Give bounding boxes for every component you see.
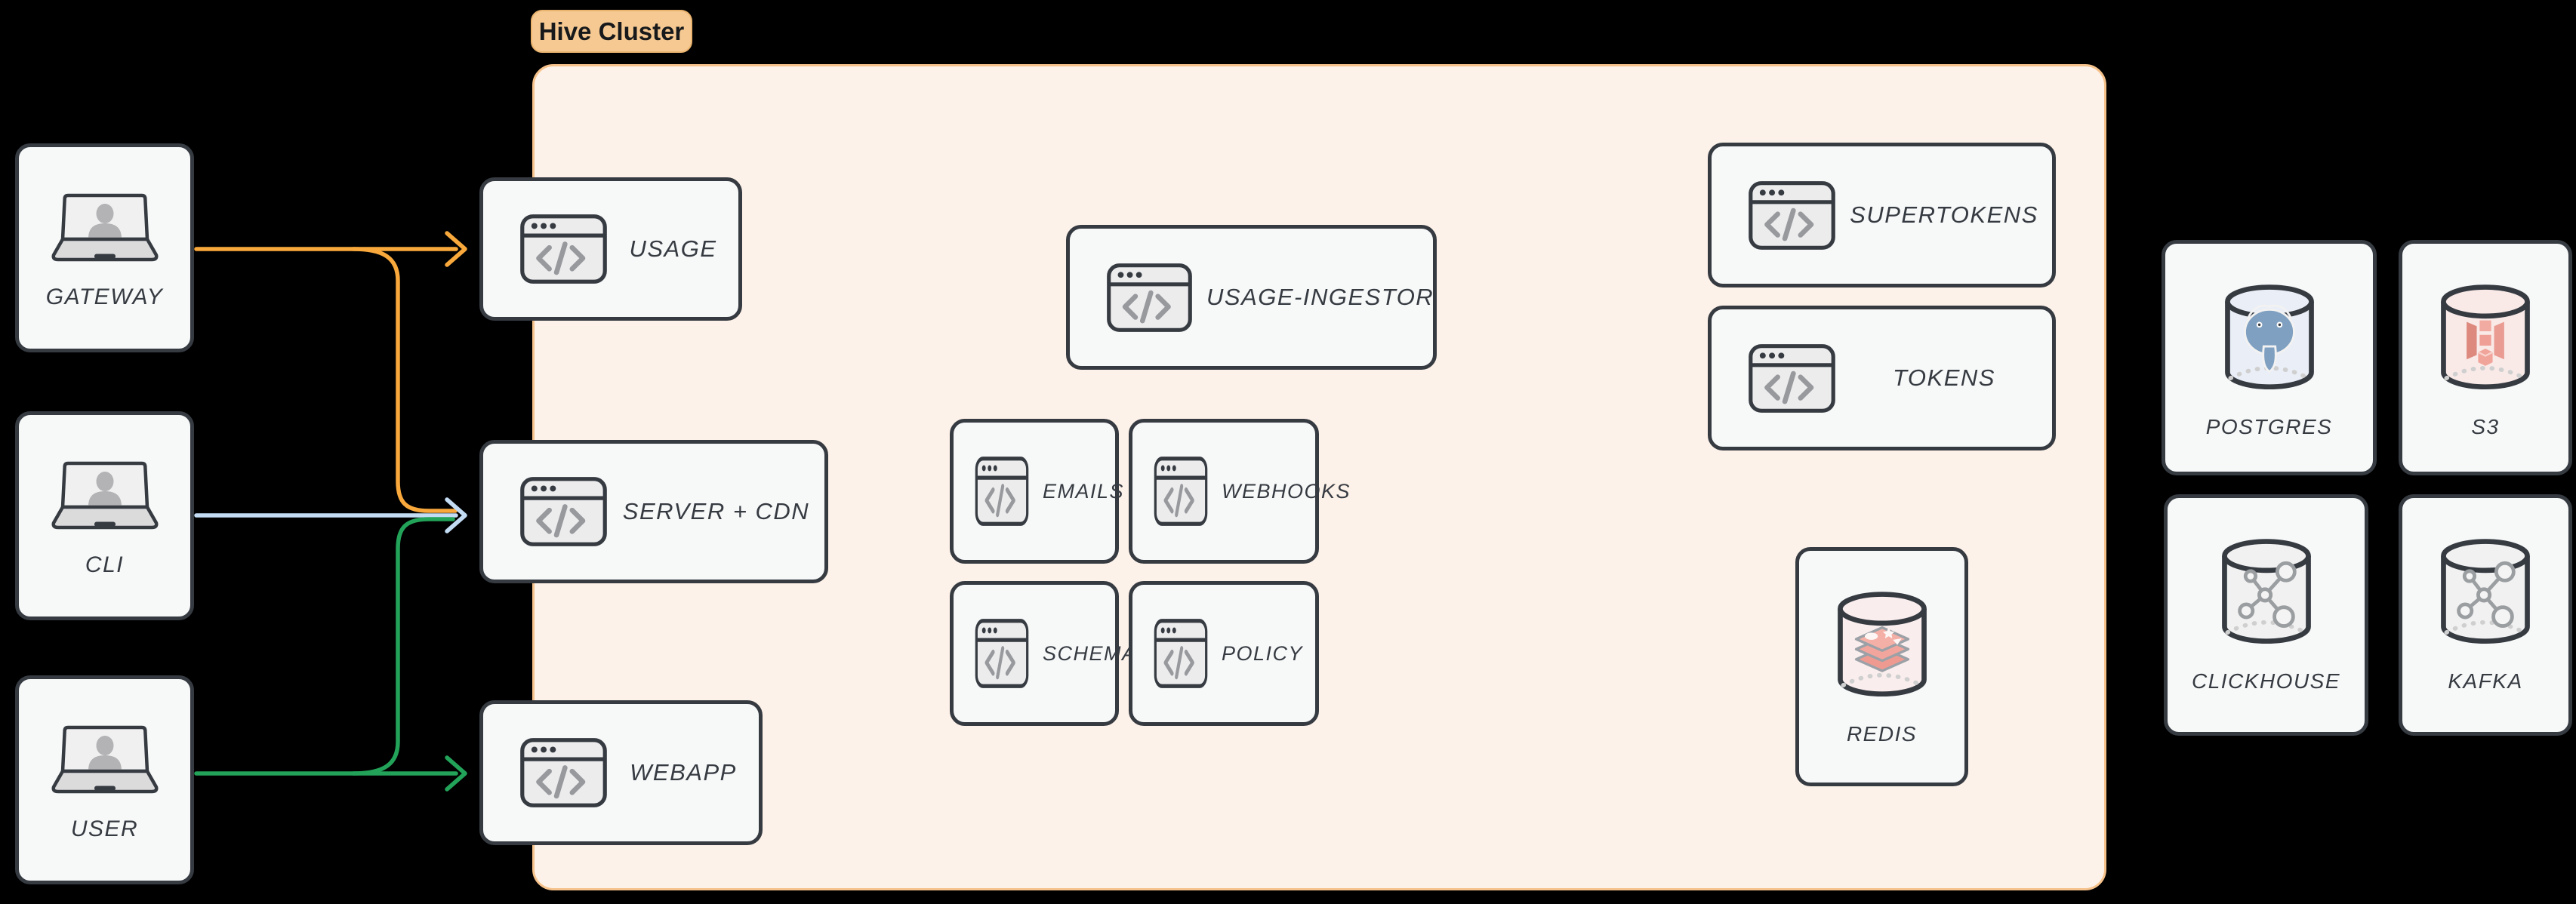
service-supertokens-label: SUPERTOKENS [1850, 201, 2038, 228]
datastore-clickhouse: CLICKHOUSE [2164, 494, 2368, 736]
code-window-icon [519, 476, 608, 547]
code-window-icon [1748, 343, 1836, 414]
service-webapp: WEBAPP [479, 700, 763, 845]
service-supertokens: SUPERTOKENS [1708, 143, 2056, 287]
laptop-user-icon [48, 191, 162, 272]
code-window-icon [519, 737, 608, 808]
datastore-postgres: POSTGRES [2162, 240, 2377, 475]
node-user: USER [15, 675, 194, 884]
clickhouse-database-icon [2216, 534, 2317, 653]
postgres-database-icon [2219, 280, 2320, 398]
code-window-icon [1154, 618, 1208, 689]
datastore-redis: REDIS [1795, 547, 1968, 786]
edge-user-webapp [194, 755, 467, 792]
redis-database-icon [1832, 587, 1933, 706]
service-usage: USAGE [479, 177, 742, 321]
laptop-user-icon [48, 723, 162, 804]
edge-cli-server-cdn [194, 497, 467, 533]
service-policy: POLICY [1129, 581, 1319, 726]
hive-cluster-label: Hive Cluster [531, 10, 692, 53]
code-window-icon [1106, 263, 1193, 333]
service-usage-ingestor: USAGE-INGESTOR [1066, 225, 1437, 370]
laptop-user-icon [48, 459, 162, 540]
code-window-icon [1748, 180, 1836, 251]
node-cli: CLI [15, 411, 194, 620]
s3-database-icon [2435, 280, 2536, 398]
datastore-redis-label: REDIS [1846, 722, 1918, 746]
node-gateway: GATEWAY [15, 143, 194, 352]
service-usage-label: USAGE [629, 235, 717, 262]
service-tokens-label: TOKENS [1893, 364, 1995, 391]
code-window-icon [975, 456, 1029, 527]
datastore-s3: S3 [2399, 240, 2572, 475]
datastore-clickhouse-label: CLICKHOUSE [2191, 669, 2341, 693]
service-tokens: TOKENS [1708, 306, 2056, 450]
node-cli-label: CLI [85, 552, 125, 577]
edge-gateway-server-cdn [351, 247, 458, 513]
service-schema-label: SCHEMA [1043, 641, 1137, 665]
code-window-icon [1154, 456, 1208, 527]
service-schema: SCHEMA [950, 581, 1135, 726]
datastore-kafka: KAFKA [2399, 494, 2572, 736]
service-policy-label: POLICY [1222, 641, 1304, 665]
service-emails: EMAILS [950, 419, 1123, 564]
edge-user-server-cdn [351, 517, 455, 776]
service-emails-label: EMAILS [1043, 479, 1125, 503]
node-gateway-label: GATEWAY [45, 284, 164, 309]
service-webapp-label: WEBAPP [630, 759, 737, 786]
service-server-cdn-label: SERVER + CDN [622, 498, 810, 524]
code-window-icon [519, 214, 608, 284]
datastore-kafka-label: KAFKA [2448, 669, 2523, 693]
datastore-postgres-label: POSTGRES [2205, 415, 2333, 438]
edge-gateway-usage [194, 231, 467, 267]
service-server-cdn: SERVER + CDN [479, 440, 828, 583]
node-user-label: USER [70, 816, 139, 841]
code-window-icon [975, 618, 1029, 689]
service-webhooks: WEBHOOKS [1129, 419, 1350, 564]
datastore-s3-label: S3 [2471, 415, 2500, 438]
service-usage-ingestor-label: USAGE-INGESTOR [1206, 284, 1434, 310]
kafka-database-icon [2435, 534, 2536, 653]
service-webhooks-label: WEBHOOKS [1222, 479, 1351, 503]
